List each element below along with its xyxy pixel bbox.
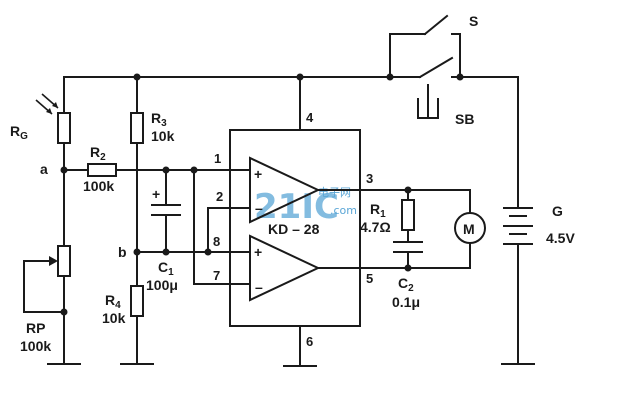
pin-3: 3 [366,171,373,186]
label-r4-value: 10k [102,310,126,326]
photoresistor-rg: RG [10,76,71,171]
watermark-main: 21IC [254,187,339,227]
resistor-r3-r4: R3 10k R4 10k b [102,76,175,365]
label-c1-plus: + [152,186,160,202]
lower-plus: + [254,244,262,260]
upper-minus: – [255,200,263,216]
label-c2: C2 [398,275,414,294]
label-c1: C1 [158,259,174,278]
label-ic: KD – 28 [268,221,320,237]
label-motor: M [463,221,475,237]
label-c1-value: 100μ [146,277,178,293]
watermark-url: .com [330,204,357,217]
capacitor-c1: + C1 100μ [146,169,181,293]
potentiometer-rp: RP 100k [20,169,81,365]
label-r2-value: 100k [83,178,114,194]
label-rg: RG [10,123,28,142]
label-g-value: 4.5V [546,230,575,246]
label-r1-value: 4.7Ω [360,219,391,235]
pin-7: 7 [213,268,220,283]
pushbutton-sb: SB [389,56,474,127]
switch-s: S [389,13,478,78]
upper-plus: + [254,166,262,182]
lower-minus: – [255,279,263,295]
label-g: G [552,203,563,219]
pin-8: 8 [213,234,220,249]
label-r1: R1 [370,201,386,220]
output-network: M R1 4.7Ω C2 0.1μ [359,186,486,310]
top-rail [63,73,519,81]
pin-numbers: 1 2 8 7 3 5 4 6 [213,110,373,349]
watermark-sub: 电子网 [318,186,351,199]
label-r3-value: 10k [151,128,175,144]
label-c2-value: 0.1μ [392,294,420,310]
pin-4: 4 [306,110,314,125]
label-r3: R3 [151,110,167,129]
pin-2: 2 [216,189,223,204]
node-a: a R2 100k [40,144,251,194]
pin-6: 6 [306,334,313,349]
label-b: b [118,244,127,260]
label-a: a [40,161,48,177]
label-r4: R4 [105,292,121,311]
label-r2: R2 [90,144,106,163]
pin-1: 1 [214,151,221,166]
pin-5: 5 [366,271,373,286]
watermark: 21IC 电子网 .com [254,186,357,227]
label-s: S [469,13,478,29]
label-sb: SB [455,111,474,127]
battery-g: G 4.5V [501,76,575,365]
ic-kd28: KD – 28 + – + – [229,76,361,367]
label-rp: RP [26,320,45,336]
label-rp-value: 100k [20,338,51,354]
node-b-wiring [136,166,251,285]
